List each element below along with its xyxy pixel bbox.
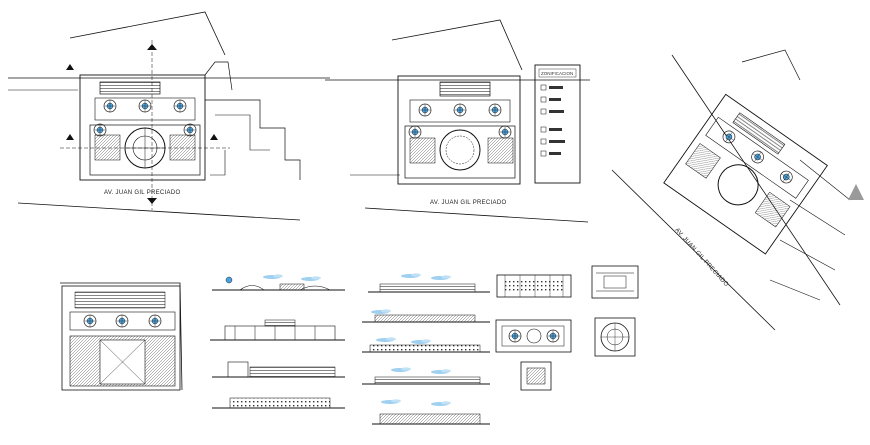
street-label-3: AV. JUAN GIL PRECIADO [674, 227, 730, 288]
zoning-legend-items [540, 84, 565, 157]
site-plan-1: AV. JUAN GIL PRECIADO [8, 11, 330, 221]
site-plan-3-rotated: AV. JUAN GIL PRECIADO [611, 49, 864, 331]
site-plan-2: ZONIFICACION AV. JUAN GIL PRECIADO [325, 19, 590, 223]
street-label-2: AV. JUAN GIL PRECIADO [430, 200, 506, 206]
zoning-legend-box [534, 64, 581, 184]
street-label-1: AV. JUAN GIL PRECIADO [104, 190, 180, 196]
north-arrow-icon [848, 184, 864, 200]
zoning-legend-title: ZONIFICACION [541, 71, 573, 76]
ground-floor-plan [60, 282, 183, 391]
elevations-group-2 [362, 273, 490, 425]
elevations-group-1 [210, 274, 345, 409]
detail-plans [495, 265, 639, 391]
